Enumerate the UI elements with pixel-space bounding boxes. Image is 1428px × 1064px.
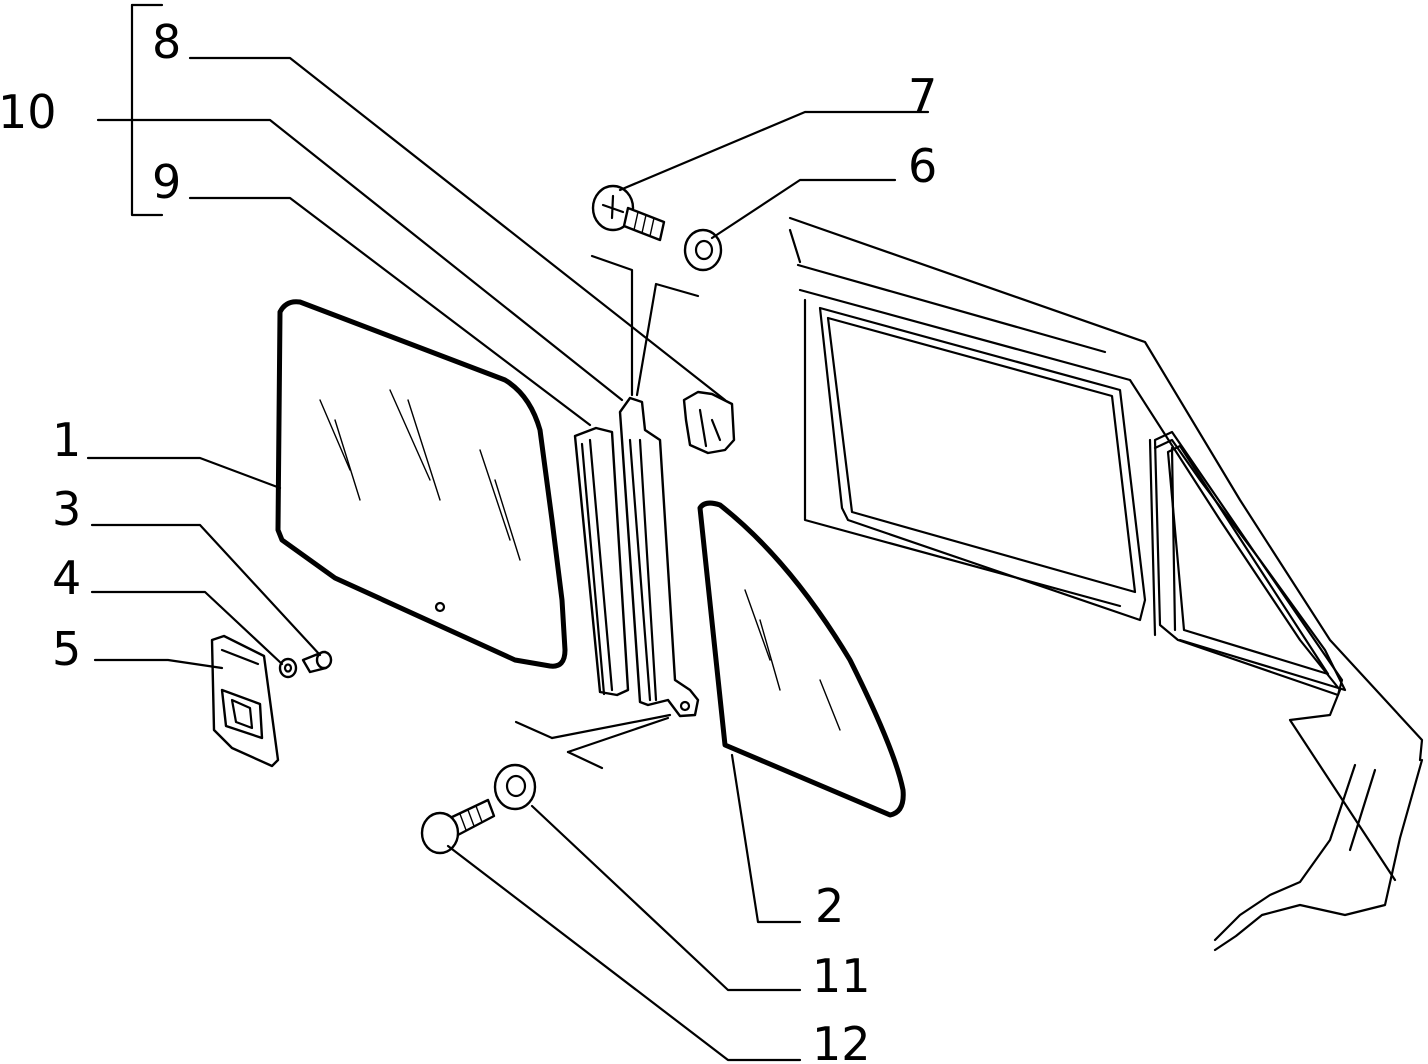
channel-strip-part-9 bbox=[573, 426, 630, 697]
callout-7: 7 bbox=[908, 69, 937, 123]
car-window-rear bbox=[1153, 430, 1344, 697]
car-window-front bbox=[818, 306, 1147, 622]
clip-part-8 bbox=[682, 390, 736, 455]
screw-part-3 bbox=[301, 650, 333, 674]
callout-6: 6 bbox=[908, 139, 937, 193]
callout-3: 3 bbox=[52, 482, 81, 536]
callout-11: 11 bbox=[812, 949, 871, 1003]
callout-2: 2 bbox=[815, 879, 844, 933]
washer-part-4 bbox=[278, 657, 298, 679]
door-glass-part-1 bbox=[275, 299, 568, 669]
callout-8: 8 bbox=[152, 15, 181, 69]
callout-10: 10 bbox=[0, 85, 57, 139]
assembly-guide-lines bbox=[514, 254, 700, 770]
division-bar-part-10 bbox=[618, 396, 700, 718]
callout-labels: 8 10 9 1 3 4 5 7 6 2 11 12 bbox=[0, 15, 937, 1064]
callout-5: 5 bbox=[52, 622, 81, 676]
screw-part-7 bbox=[591, 184, 666, 242]
callout-12: 12 bbox=[812, 1017, 871, 1064]
quarter-glass-part-2 bbox=[697, 500, 906, 818]
washer-part-11 bbox=[493, 763, 537, 811]
bolt-part-12 bbox=[420, 798, 496, 855]
bracket-part-5 bbox=[210, 634, 280, 768]
car-body-outline bbox=[788, 216, 1424, 952]
callout-9: 9 bbox=[152, 155, 181, 209]
callout-4: 4 bbox=[52, 551, 81, 605]
leader-lines bbox=[86, 3, 930, 1062]
callout-1: 1 bbox=[52, 413, 81, 467]
washer-part-6 bbox=[683, 228, 723, 272]
